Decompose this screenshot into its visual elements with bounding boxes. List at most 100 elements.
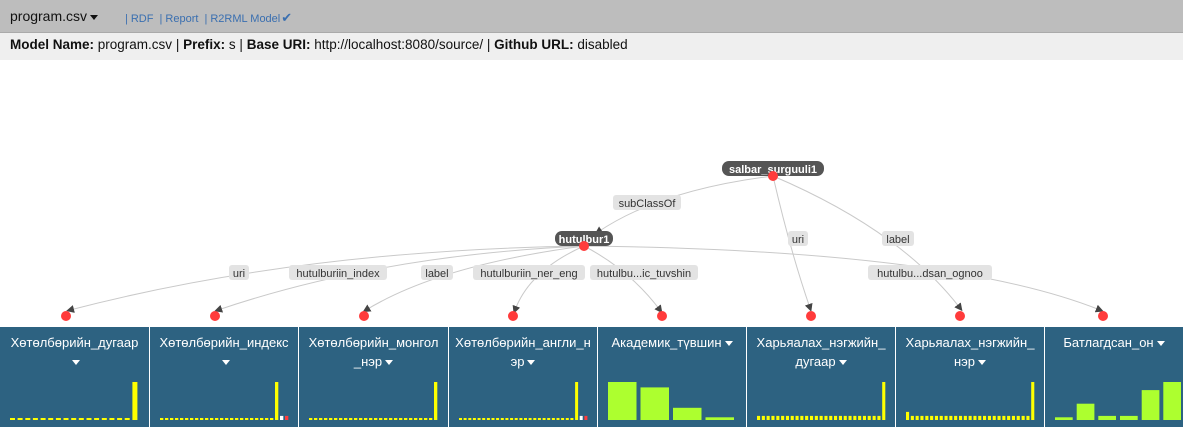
column-anchor-3[interactable]: [359, 311, 369, 321]
node-anchor-salbar[interactable]: [768, 171, 778, 181]
histogram-bar: [349, 418, 353, 420]
check-icon: ✔: [281, 10, 293, 25]
histogram-bar: [997, 415, 1001, 420]
model-info: Model Name: program.csv | Prefix: s | Ba…: [10, 37, 628, 52]
r2rml-model-link[interactable]: R2RML Model: [210, 13, 281, 25]
column-anchor-1[interactable]: [61, 311, 71, 321]
histogram-bar: [608, 382, 637, 420]
histogram-bar: [215, 418, 219, 420]
histogram-bar: [800, 415, 804, 420]
edge-uri-salbar[interactable]: [772, 175, 813, 312]
column-anchor-2[interactable]: [210, 311, 220, 321]
edge-batlagdsan-ognoo[interactable]: [583, 245, 1104, 313]
histogram-bar: [1026, 415, 1030, 420]
histogram-bar: [524, 418, 527, 420]
column-name: Харьяалах_нэгжийн_нэр: [905, 335, 1035, 369]
histogram-bar: [514, 418, 518, 420]
column-histogram: [459, 382, 588, 420]
histogram-bar: [109, 418, 115, 420]
histogram-bar: [55, 418, 61, 420]
histogram-bar: [180, 418, 184, 420]
chevron-down-icon[interactable]: [221, 360, 230, 366]
column-header-4[interactable]: Хөтөлбөрийн_англи_нэр: [449, 327, 598, 427]
histogram-bar: [814, 415, 818, 420]
column-header-2[interactable]: Хөтөлбөрийн_индекс: [150, 327, 299, 427]
chevron-down-icon[interactable]: [385, 360, 394, 366]
column-header-1[interactable]: Хөтөлбөрийн_дугаар: [0, 327, 150, 427]
histogram-bar: [344, 418, 348, 420]
histogram-bar: [547, 418, 551, 420]
histogram-bar: [987, 415, 991, 420]
node-anchor-hutulbur[interactable]: [579, 241, 589, 251]
histogram-bar: [309, 418, 313, 420]
column-anchor-8[interactable]: [1098, 311, 1108, 321]
node-hutulbur1[interactable]: [555, 231, 613, 246]
chevron-down-icon[interactable]: [527, 360, 536, 366]
histogram-bar: [200, 418, 204, 420]
column-name: Хөтөлбөрийн_англи_нэр: [455, 335, 591, 369]
chevron-down-icon[interactable]: [724, 341, 733, 347]
edge-uri[interactable]: [66, 245, 585, 313]
node-label-hutulbur1: hutulbur1: [559, 234, 610, 246]
column-anchor-4[interactable]: [508, 311, 518, 321]
histogram-bar: [939, 415, 943, 420]
histogram-bar: [354, 418, 358, 420]
prefix-value: s: [228, 37, 236, 52]
histogram-bar: [805, 415, 809, 420]
histogram-bar: [853, 415, 857, 420]
histogram-bar: [1002, 415, 1006, 420]
histogram-bar: [1031, 382, 1035, 420]
column-header-7[interactable]: Харьяалах_нэгжийн_нэр: [896, 327, 1045, 427]
column-header-6[interactable]: Харьяалах_нэгжийн_дугаар: [747, 327, 896, 427]
histogram-bar: [491, 418, 495, 420]
chevron-down-icon: [90, 14, 99, 20]
histogram-bar: [124, 418, 130, 420]
rdf-link[interactable]: RDF: [130, 13, 154, 25]
column-header-8[interactable]: Батлагдсан_он: [1045, 327, 1183, 427]
edge-label-akademic-tuvshin: hutulbu...ic_tuvshin: [597, 268, 691, 280]
edge-label-subclassof: subClassOf: [619, 198, 677, 210]
chevron-down-icon[interactable]: [1156, 341, 1165, 347]
histogram-bar: [334, 418, 338, 420]
column-header-3[interactable]: Хөтөлбөрийн_монгол_нэр: [299, 327, 449, 427]
column-anchor-7[interactable]: [955, 311, 965, 321]
histogram-bar: [838, 415, 842, 420]
column-header-5[interactable]: Академик_түвшин: [598, 327, 747, 427]
histogram-bar: [280, 415, 284, 420]
chevron-down-icon[interactable]: [72, 360, 80, 366]
histogram-bar: [867, 415, 871, 420]
histogram-bar: [319, 418, 323, 420]
edge-hutulburiin-index[interactable]: [214, 245, 585, 313]
chevron-down-icon[interactable]: [838, 360, 847, 366]
histogram-bar: [500, 418, 504, 420]
model-links: |RDF |Report |R2RML Model✔: [125, 10, 293, 25]
histogram-bar: [71, 418, 77, 420]
histogram-bar: [1011, 415, 1015, 420]
histogram-bar: [175, 418, 179, 420]
histogram-bar: [185, 418, 189, 420]
histogram-bar: [165, 418, 169, 420]
histogram-bar: [1007, 415, 1011, 420]
histogram-bar: [848, 415, 852, 420]
histogram-bar: [920, 415, 924, 420]
column-anchor-6[interactable]: [806, 311, 816, 321]
report-link[interactable]: Report: [165, 13, 199, 25]
column-anchor-5[interactable]: [657, 311, 667, 321]
column-histogram: [309, 382, 438, 420]
column-histogram: [757, 382, 886, 420]
edge-label-label-salbar: label: [886, 234, 909, 246]
histogram-bar: [882, 382, 886, 420]
histogram-bar: [561, 418, 565, 420]
histogram-bar: [78, 418, 84, 420]
column-name: Батлагдсан_он: [1063, 335, 1154, 350]
histogram-bar: [86, 418, 92, 420]
histogram-bar: [944, 415, 948, 420]
dataset-dropdown[interactable]: program.csv: [10, 8, 99, 24]
chevron-down-icon[interactable]: [978, 360, 987, 366]
node-salbar-surguuli1[interactable]: [722, 161, 824, 176]
edge-label[interactable]: [362, 245, 585, 313]
histogram-bar: [533, 418, 537, 420]
histogram-bar: [245, 418, 249, 420]
edge-label-label: label: [425, 268, 448, 280]
histogram-bar: [472, 418, 476, 420]
